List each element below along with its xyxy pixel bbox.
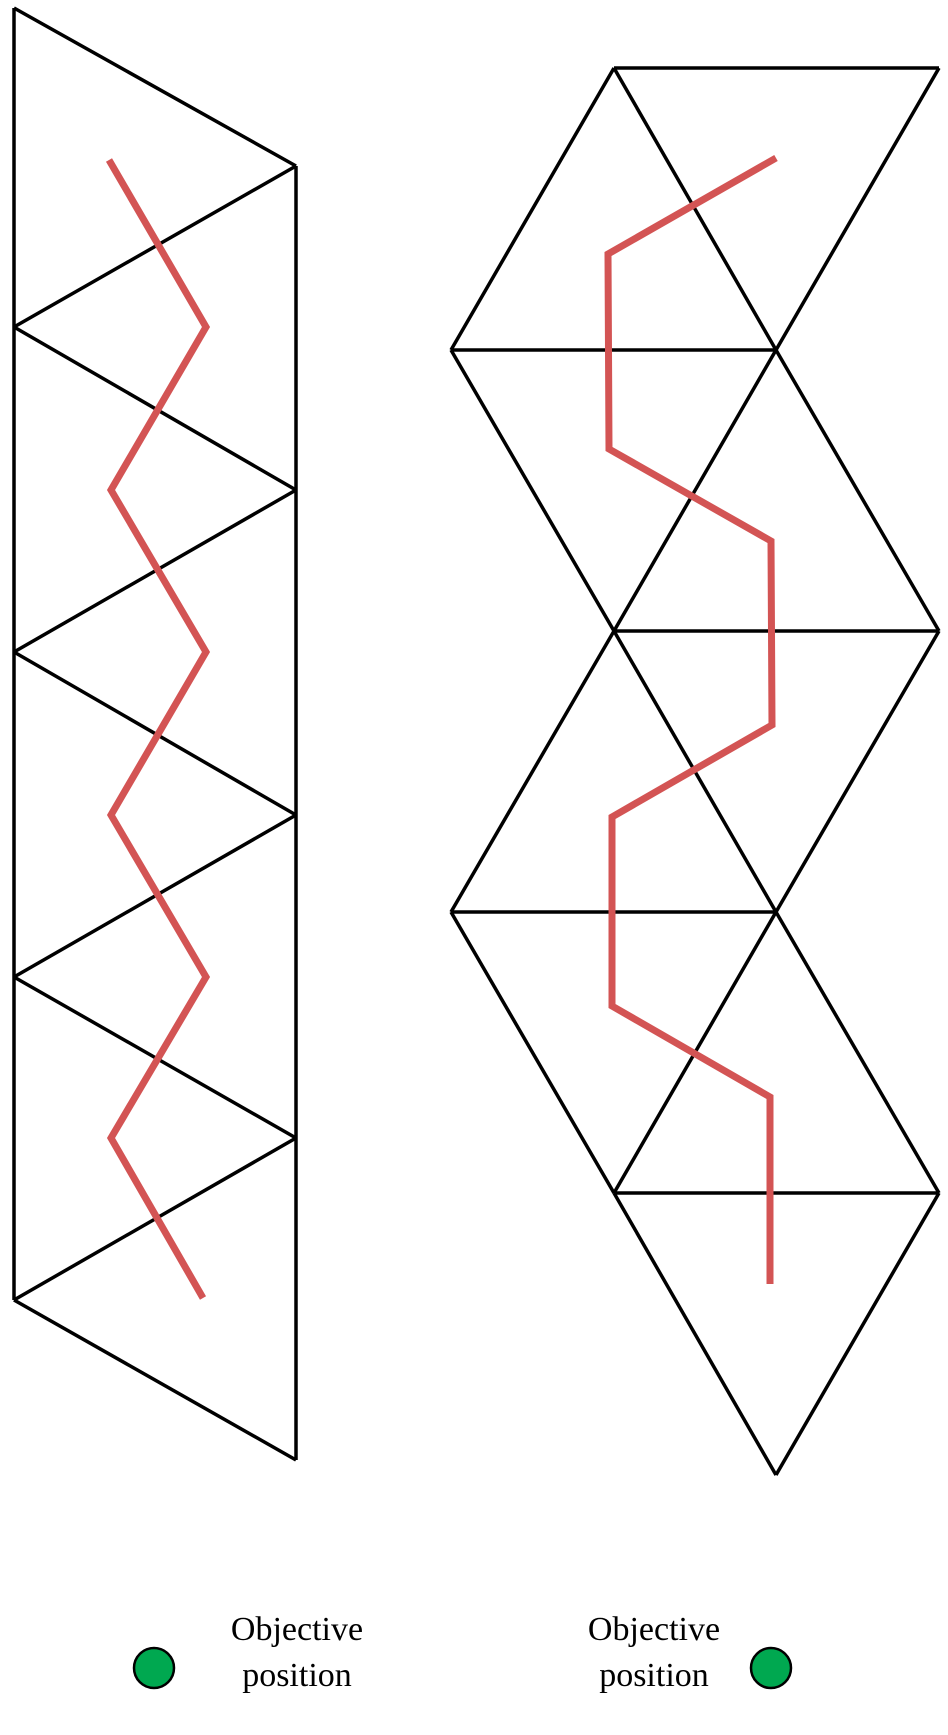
right-grid-edge [612, 67, 778, 351]
right-grid-edge [774, 911, 941, 1194]
right-objective-marker [749, 1646, 793, 1690]
right-grid-edge [774, 67, 941, 351]
right-grid-edge [449, 349, 616, 632]
left-caption-line2: position [242, 1657, 352, 1694]
right-grid-edge [612, 1192, 778, 1476]
right-grid-edge [774, 349, 941, 632]
right-triangle-grid [449, 66, 941, 1476]
right-grid-edge [449, 911, 616, 1194]
left-red-path [105, 158, 211, 1300]
left-caption-line1: Objective [231, 1611, 363, 1648]
right-grid-edge [449, 630, 616, 913]
right-grid-edge [774, 630, 941, 913]
right-grid-edge [774, 1192, 941, 1476]
left-strip-edge [13, 164, 297, 329]
right-grid-edge [449, 67, 616, 351]
right-grid-edge [612, 349, 778, 632]
left-strip-edge [13, 1298, 297, 1462]
left-strip-edge [13, 6, 297, 168]
left-objective-marker [132, 1646, 176, 1690]
right-red-path [604, 154, 778, 1284]
right-caption-line1: Objective [588, 1611, 720, 1648]
right-caption-line2: position [599, 1657, 709, 1694]
